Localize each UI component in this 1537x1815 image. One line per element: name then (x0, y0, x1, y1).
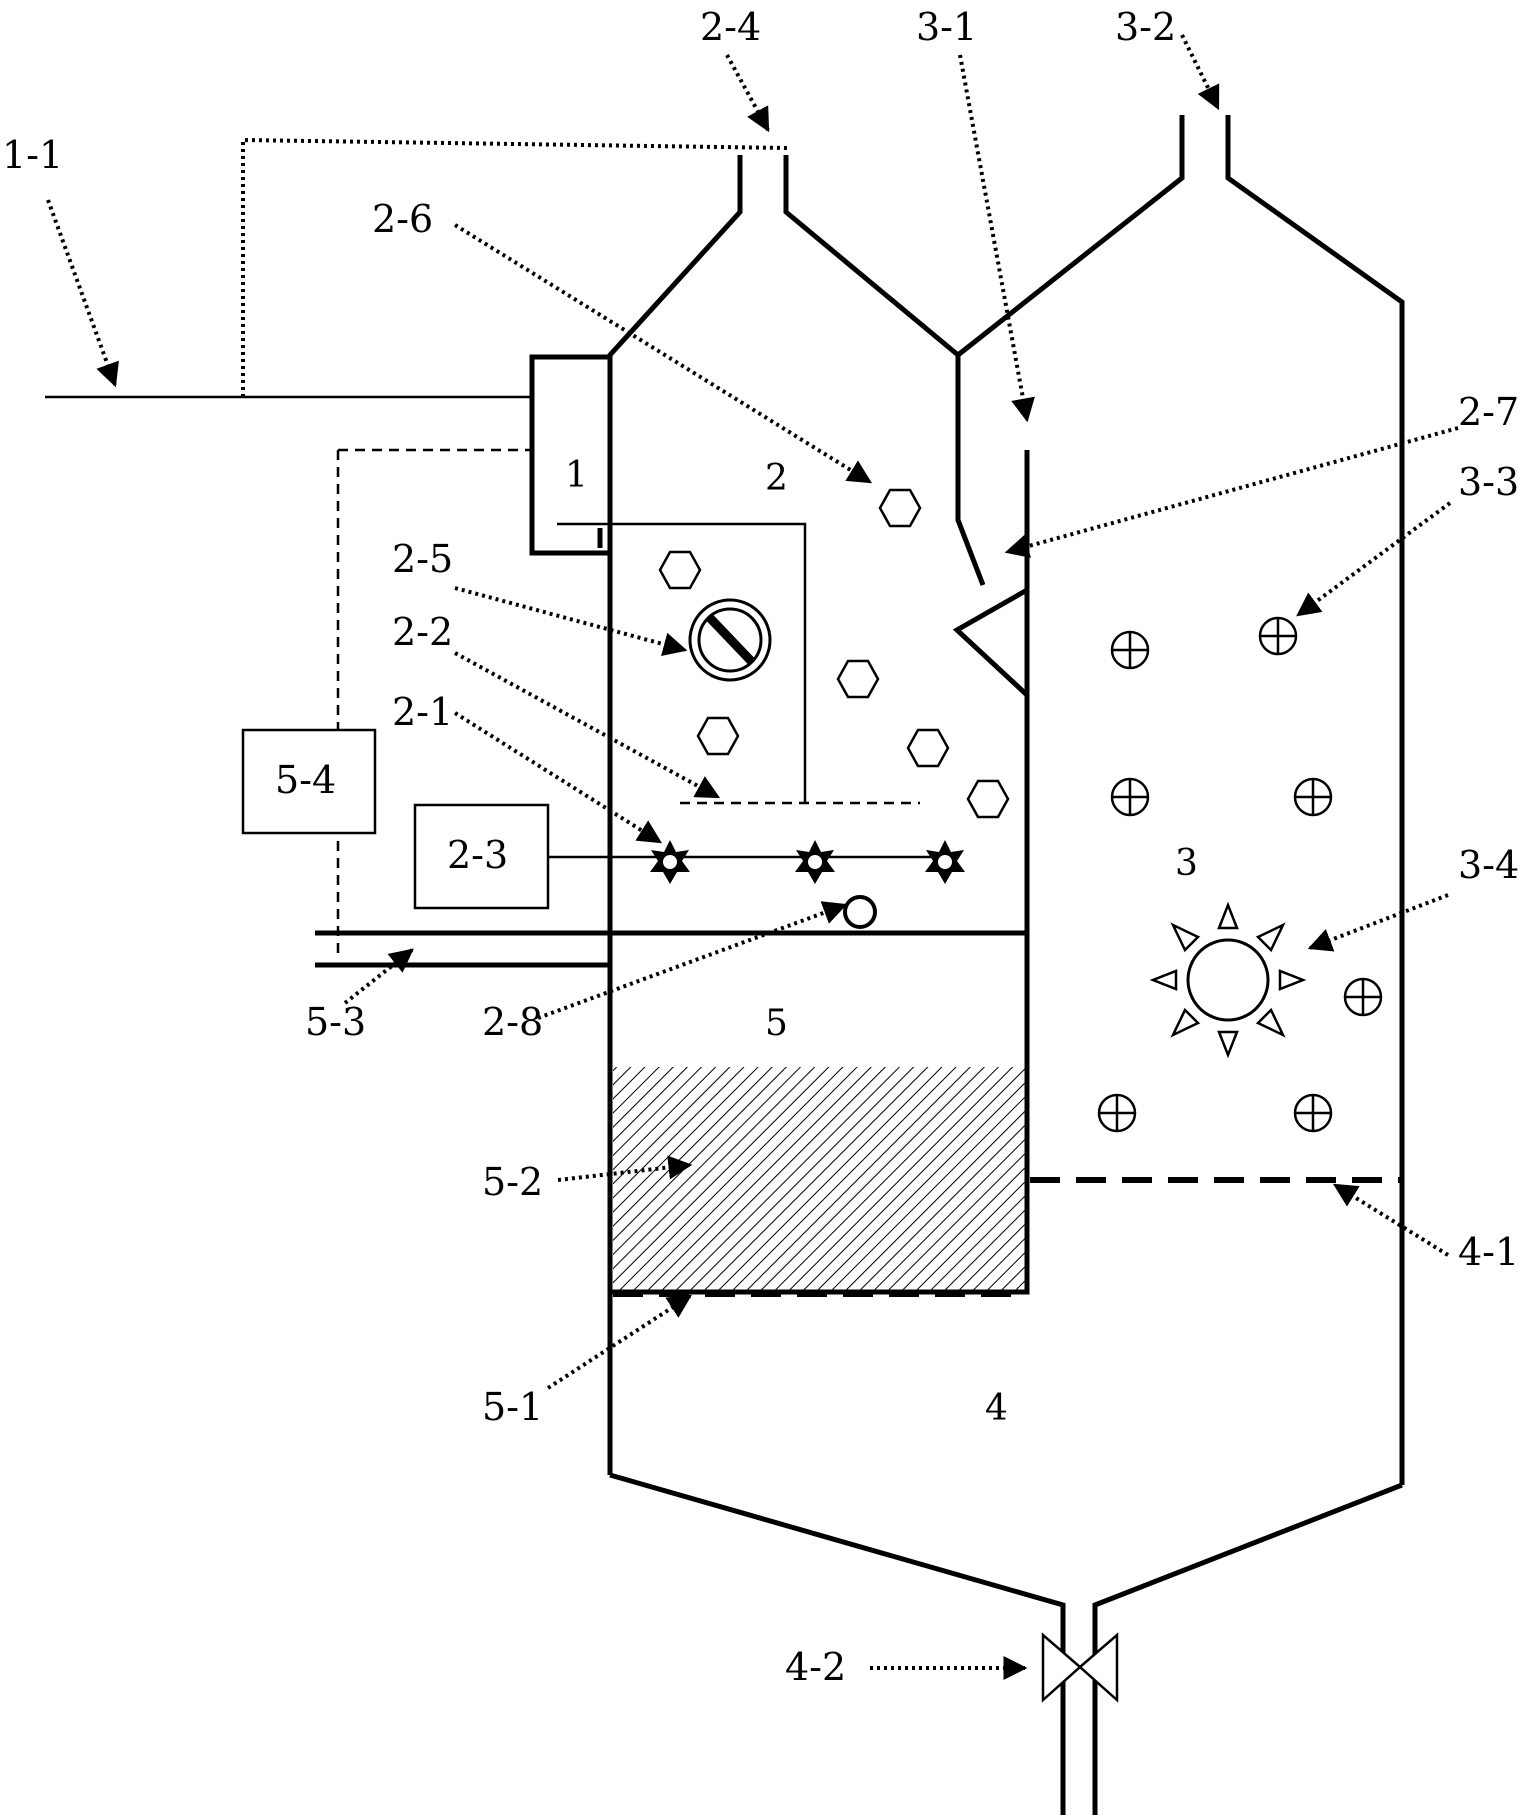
label-3-4: 3-4 (1458, 843, 1519, 887)
label-3-1: 3-1 (916, 5, 977, 49)
label-5-3: 5-3 (305, 1000, 366, 1044)
zone-5: 5 (765, 1003, 788, 1044)
inner-box (557, 522, 807, 803)
control-line-5-4 (336, 448, 532, 958)
gas-line (241, 137, 788, 397)
leader-lines (46, 34, 1459, 1680)
label-5-1: 5-1 (482, 1385, 543, 1429)
vessel-walls (315, 115, 1405, 1815)
component-labels: 1-1 2-4 3-1 3-2 2-6 2-7 3-3 2-5 2-2 2-1 … (2, 5, 1519, 1689)
label-3-2: 3-2 (1115, 5, 1176, 49)
label-1-1: 1-1 (2, 133, 63, 177)
label-2-5: 2-5 (392, 537, 453, 581)
label-4-1: 4-1 (1458, 1230, 1519, 1274)
label-5-4: 5-4 (275, 758, 336, 802)
zone-3: 3 (1175, 843, 1198, 884)
zone-4: 4 (985, 1388, 1008, 1429)
aerators-2-1 (650, 840, 965, 884)
label-2-8: 2-8 (482, 1000, 543, 1044)
label-2-6: 2-6 (372, 197, 433, 241)
label-3-3: 3-3 (1458, 460, 1519, 504)
box-5-4 (241, 728, 377, 835)
particles-3-3 (1097, 616, 1383, 1133)
label-2-4: 2-4 (700, 5, 761, 49)
label-2-2: 2-2 (392, 610, 453, 654)
box-2-3 (413, 803, 550, 910)
label-2-7: 2-7 (1458, 390, 1519, 434)
zone-1: 1 (565, 455, 588, 496)
filter-media-5-2 (613, 1067, 1025, 1292)
label-5-2: 5-2 (482, 1160, 543, 1204)
light-source-3-4 (1149, 901, 1307, 1059)
zone-labels: 1 2 3 4 5 (565, 455, 1198, 1429)
nozzle-2-8 (843, 895, 877, 929)
label-2-1: 2-1 (392, 690, 453, 734)
zone-2: 2 (765, 458, 788, 499)
internal-lines (45, 137, 955, 958)
label-4-2: 4-2 (785, 1645, 846, 1689)
label-2-3: 2-3 (447, 833, 508, 877)
rotor-2-5 (688, 598, 772, 682)
hexagon-particles (658, 488, 1010, 819)
valve-4-2 (1041, 1632, 1119, 1703)
